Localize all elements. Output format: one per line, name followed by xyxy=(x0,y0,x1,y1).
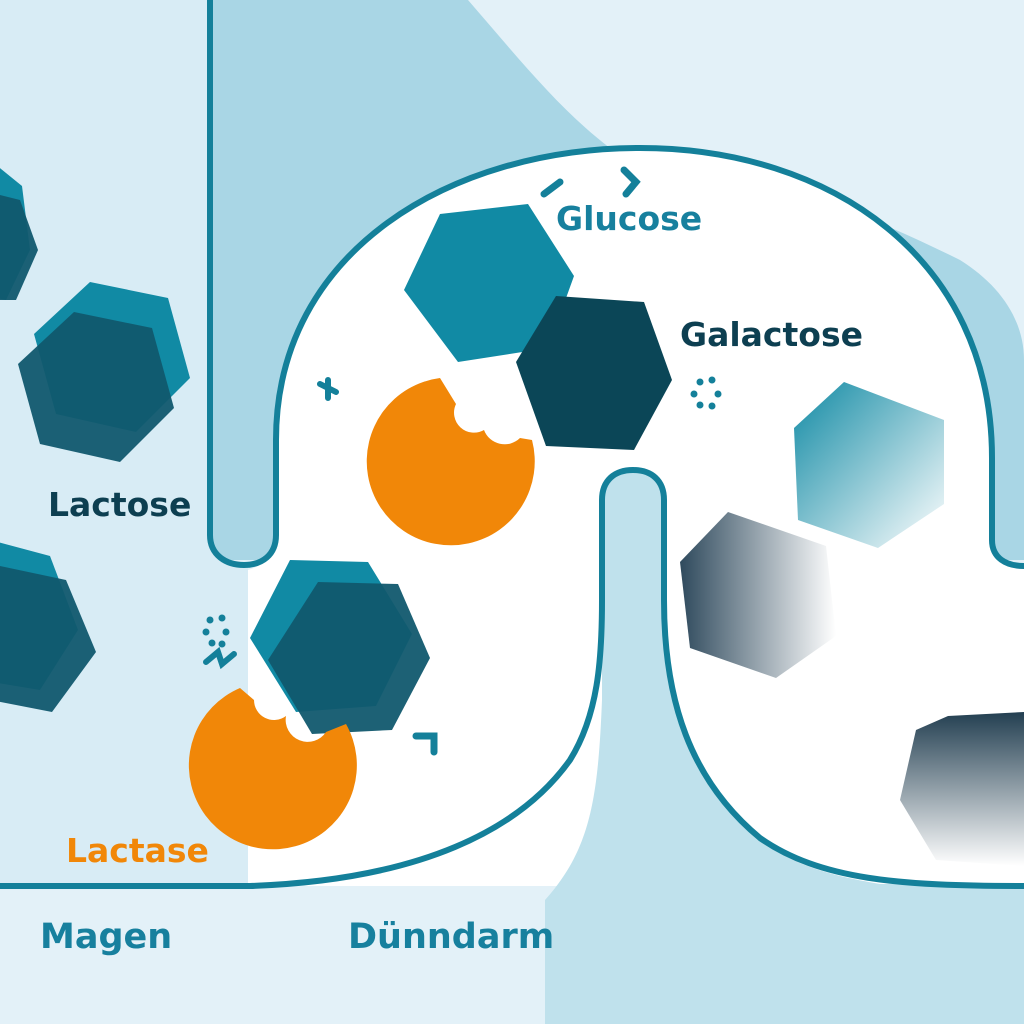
sparkle-marks xyxy=(202,166,722,756)
galactose-molecule xyxy=(516,296,672,450)
lactose-molecule-binding xyxy=(250,560,430,734)
absorbed-molecule-slate xyxy=(680,512,836,678)
absorbed-molecule-navy xyxy=(900,712,1024,866)
label-small-intestine: Dünndarm xyxy=(348,917,554,957)
lactose-molecule-top-left xyxy=(0,168,38,300)
glucose-molecule xyxy=(404,204,574,362)
lactase-enzyme-upper xyxy=(366,378,535,546)
lactase-enzyme-lower xyxy=(188,688,357,850)
label-glucose: Glucose xyxy=(556,199,702,238)
lactose-molecule-left xyxy=(18,282,190,462)
intestine-wall-outline xyxy=(207,0,1024,569)
label-lactase: Lactase xyxy=(66,831,209,870)
villus-outline xyxy=(0,466,1024,889)
absorbed-molecule-teal xyxy=(794,382,944,548)
villus xyxy=(545,470,1024,1024)
label-galactose: Galactose xyxy=(680,315,863,354)
label-lactose: Lactose xyxy=(48,485,191,524)
label-stomach: Magen xyxy=(40,917,172,957)
lactose-molecule-bottom-left xyxy=(0,542,96,712)
